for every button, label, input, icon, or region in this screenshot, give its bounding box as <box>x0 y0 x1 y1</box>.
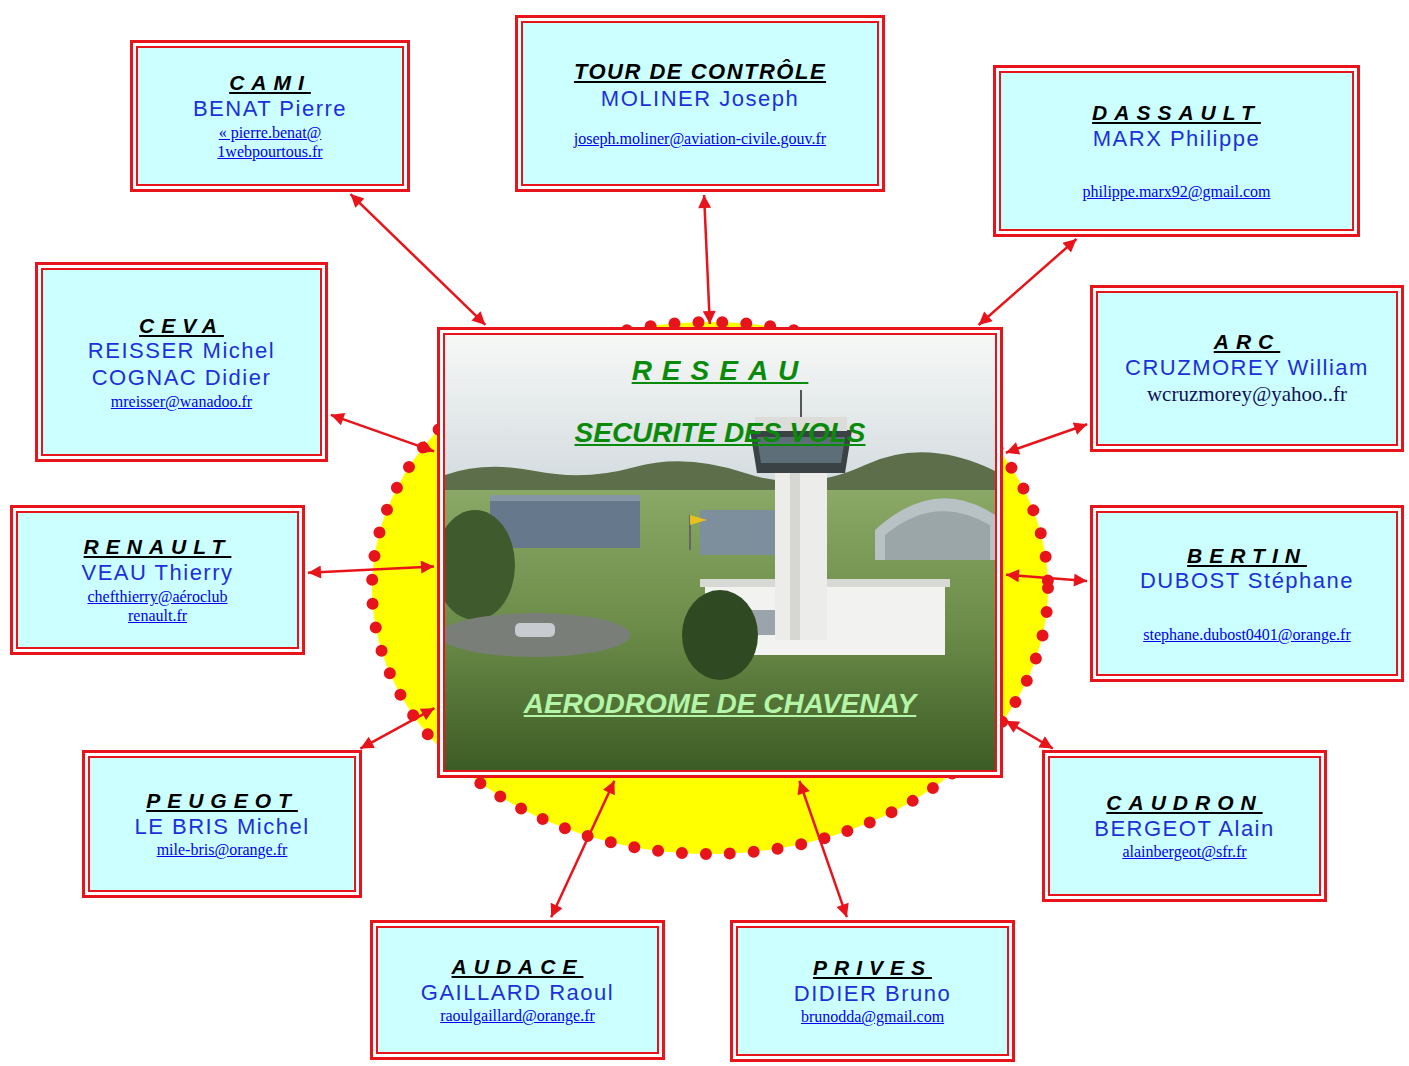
group-heading: AUDACE <box>452 954 584 980</box>
hangar-roof <box>490 495 640 501</box>
link-arrow <box>551 781 614 918</box>
member-box: AUDACEGAILLARD Raoulraoulgaillard@orange… <box>370 920 665 1060</box>
member-box: CAUDRONBERGEOT Alainalainbergeot@sfr.fr <box>1042 750 1327 902</box>
network-hub-box: RESEAU SECURITE DES VOLS AERODROME DE CHAV… <box>437 327 1003 778</box>
link-arrow <box>1006 424 1087 452</box>
hub-title: RESEAU <box>632 354 809 388</box>
group-heading: CAUDRON <box>1106 790 1262 816</box>
contact-email: mreisser@wanadoo.fr <box>111 392 252 412</box>
group-heading: CAMI <box>229 70 311 96</box>
tower-shade <box>790 465 800 640</box>
contact-email: brunodda@gmail.com <box>801 1007 944 1027</box>
contact-email: joseph.moliner@aviation-civile.gouv.fr <box>574 129 826 149</box>
contact-name: VEAU Thierry <box>81 560 233 587</box>
member-box: CEVAREISSER MichelCOGNAC Didiermreisser@… <box>35 262 328 462</box>
contact-name: DIDIER Bruno <box>794 981 951 1008</box>
contact-name: COGNAC Didier <box>92 365 272 392</box>
member-box: BERTINDUBOST Stéphane stephane.dubost0401… <box>1090 505 1404 682</box>
contact-name: BERGEOT Alain <box>1094 816 1275 843</box>
group-heading: ARC <box>1214 329 1281 355</box>
dome-hangar-front <box>885 511 990 560</box>
link-arrow <box>799 781 846 917</box>
contact-email: stephane.dubost0401@orange.fr <box>1143 625 1351 645</box>
group-heading: DASSAULT <box>1092 100 1261 126</box>
link-arrow <box>704 195 710 324</box>
car <box>515 623 555 637</box>
contact-name: DUBOST Stéphane <box>1140 568 1354 595</box>
contact-name: MARX Philippe <box>1093 126 1260 153</box>
link-arrow <box>979 239 1077 325</box>
link-arrow <box>1006 575 1087 581</box>
contact-email: wcruzmorey@yahoo..fr <box>1147 382 1347 408</box>
member-box: CAMIBENAT Pierre« pierre.benat@ 1webpour… <box>130 40 410 192</box>
red-dot-ring <box>372 322 1048 854</box>
group-heading: PEUGEOT <box>146 788 298 814</box>
dome-hangar <box>875 498 995 560</box>
flag <box>690 515 707 525</box>
contact-email: alainbergeot@sfr.fr <box>1122 842 1246 862</box>
contact-name: MOLINER Joseph <box>601 86 799 113</box>
contact-name: GAILLARD Raoul <box>421 980 614 1007</box>
group-heading: PRIVES <box>813 955 932 981</box>
member-box: TOUR DE CONTRÔLEMOLINER Joseph joseph.mol… <box>515 15 885 192</box>
tower-shaft <box>775 465 827 640</box>
member-box: PEUGEOTLE BRIS Michelmile-bris@orange.fr <box>82 750 362 898</box>
group-heading: TOUR DE CONTRÔLE <box>574 59 826 86</box>
yellow-disc <box>372 322 1048 854</box>
contact-name: CRUZMOREY William <box>1125 355 1369 382</box>
link-arrow <box>1006 721 1053 749</box>
contact-name: LE BRIS Michel <box>134 814 309 841</box>
grass <box>445 490 995 770</box>
link-arrow <box>360 708 434 748</box>
hangar <box>490 500 640 548</box>
contact-email: « pierre.benat@ 1webpourtous.fr <box>190 123 350 162</box>
contact-name: BENAT Pierre <box>193 96 347 123</box>
tree <box>682 590 758 680</box>
antenna <box>800 390 802 417</box>
road <box>445 613 630 657</box>
hub-title: AERODROME DE CHAVENAY <box>524 687 917 721</box>
contact-email: mile-bris@orange.fr <box>157 840 288 860</box>
group-heading: CEVA <box>139 313 224 339</box>
tree <box>445 510 515 620</box>
hub-title: SECURITE DES VOLS <box>575 416 866 450</box>
member-box: ARCCRUZMOREY Williamwcruzmorey@yahoo..fr <box>1090 285 1404 452</box>
member-box: RENAULTVEAU Thierrychefthierry@aéroclub … <box>10 505 305 655</box>
contact-email: raoulgaillard@orange.fr <box>440 1006 595 1026</box>
link-arrow <box>331 415 434 452</box>
contact-email: chefthierry@aéroclub renault.fr <box>78 587 238 626</box>
contact-email: philippe.marx92@gmail.com <box>1082 182 1270 202</box>
sky <box>445 335 995 495</box>
link-arrow <box>308 566 434 572</box>
group-heading: BERTIN <box>1187 543 1307 569</box>
treeline <box>445 452 995 495</box>
member-box: DASSAULTMARX Philippe philippe.marx92@gma… <box>993 65 1360 237</box>
link-arrow <box>351 194 486 325</box>
contact-name: REISSER Michel <box>88 338 275 365</box>
group-heading: RENAULT <box>84 534 232 560</box>
member-box: PRIVESDIDIER Brunobrunodda@gmail.com <box>730 920 1015 1062</box>
